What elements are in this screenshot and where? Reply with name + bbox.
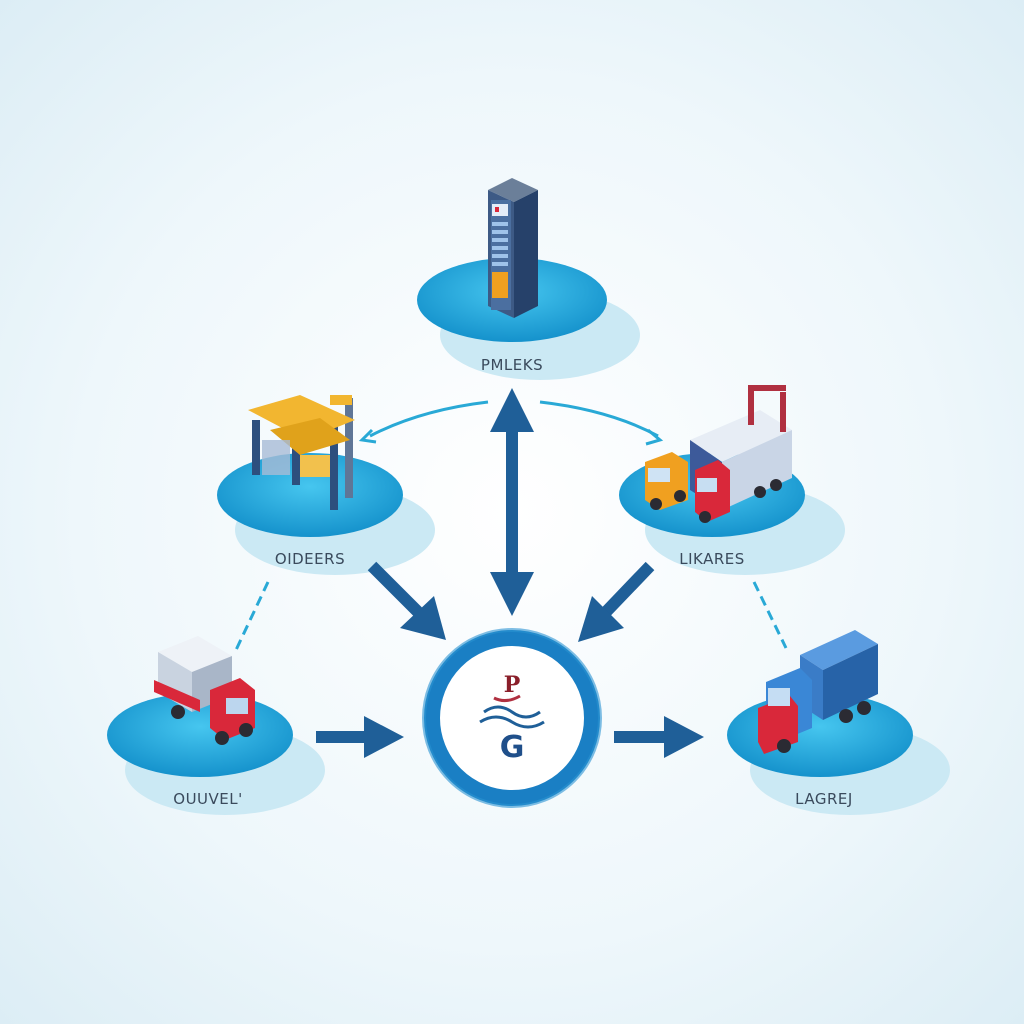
arrow-right-to-hub: [578, 561, 655, 642]
arc-right-connector: [539, 400, 664, 446]
dash-right-connector: [752, 581, 788, 649]
arrow-left-to-hub: [367, 561, 446, 640]
hub-letter-bottom: G: [499, 730, 525, 765]
hub-logo-icon: [422, 628, 602, 808]
arrow-bottom-left-to-hub: [316, 716, 404, 758]
node-label-bottom-left: OUUVEL': [173, 790, 243, 808]
arc-left-connector: [358, 400, 489, 444]
arrow-top-bidirectional: [490, 388, 534, 616]
node-label-left: OIDEERS: [274, 550, 346, 568]
arrow-hub-to-bottom-right: [614, 716, 704, 758]
node-label-top: PMLEKS: [480, 356, 544, 374]
blue-box-truck-icon: [758, 630, 878, 754]
node-label-bottom-right: LAGREJ: [795, 790, 853, 808]
red-delivery-truck-icon: [154, 636, 255, 745]
server-tower-icon: [488, 178, 538, 318]
delivery-trucks-icon: [645, 385, 792, 523]
hub-letter-top: P: [503, 672, 521, 698]
factory-machine-icon: [248, 395, 355, 510]
node-label-right: LIKARES: [679, 550, 745, 568]
dash-left-connector: [234, 581, 270, 651]
